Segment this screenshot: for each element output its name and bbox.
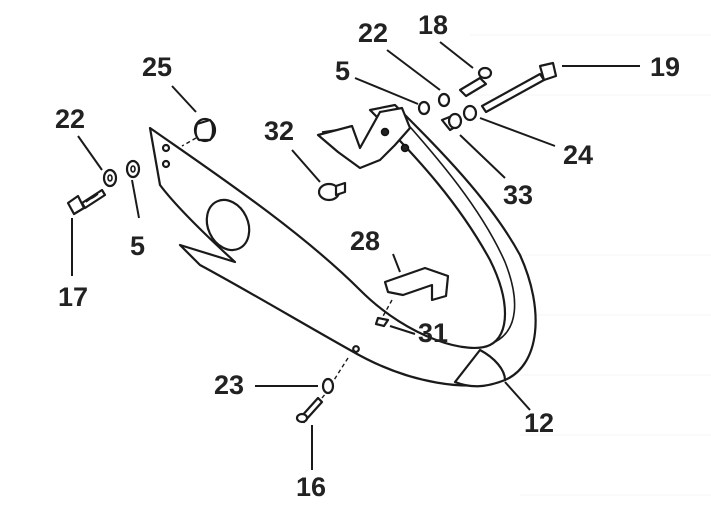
- callout-23: 23: [214, 370, 244, 400]
- part-19-bolt: [480, 61, 558, 114]
- callout-5-top: 5: [335, 56, 350, 86]
- callout-22-top: 22: [358, 18, 388, 48]
- part-28-bracket: [383, 266, 450, 302]
- part-33-spacer: [440, 112, 463, 132]
- callout-16: 16: [296, 472, 326, 502]
- callout-5-left: 5: [130, 231, 145, 261]
- part-24-washer: [462, 104, 478, 122]
- callout-32: 32: [264, 116, 294, 146]
- part-18-screw: [458, 66, 493, 98]
- part-22-washer-right: [437, 92, 451, 108]
- part-22-washer-left: [102, 168, 118, 188]
- part-31-screw: [374, 299, 393, 328]
- callout-12: 12: [524, 408, 554, 438]
- part-25-spacer: [181, 117, 217, 147]
- part-5-washer-left: [125, 159, 141, 179]
- part-17-bolt: [66, 188, 107, 216]
- callout-25: 25: [142, 52, 172, 82]
- leader-lines: [71, 41, 640, 470]
- callout-33: 33: [503, 180, 533, 210]
- callout-18: 18: [418, 10, 448, 40]
- part-12-shield: [148, 103, 537, 388]
- part-32-nut: [317, 181, 347, 202]
- part-5-washer-right: [417, 100, 431, 116]
- callout-19: 19: [650, 52, 680, 82]
- callout-17: 17: [58, 282, 88, 312]
- callout-28: 28: [350, 226, 380, 256]
- callout-31: 31: [418, 318, 448, 348]
- callout-22-left: 22: [55, 104, 85, 134]
- part-23-washer: [321, 357, 349, 395]
- callout-24: 24: [563, 140, 593, 170]
- part-16-screw: [295, 392, 327, 424]
